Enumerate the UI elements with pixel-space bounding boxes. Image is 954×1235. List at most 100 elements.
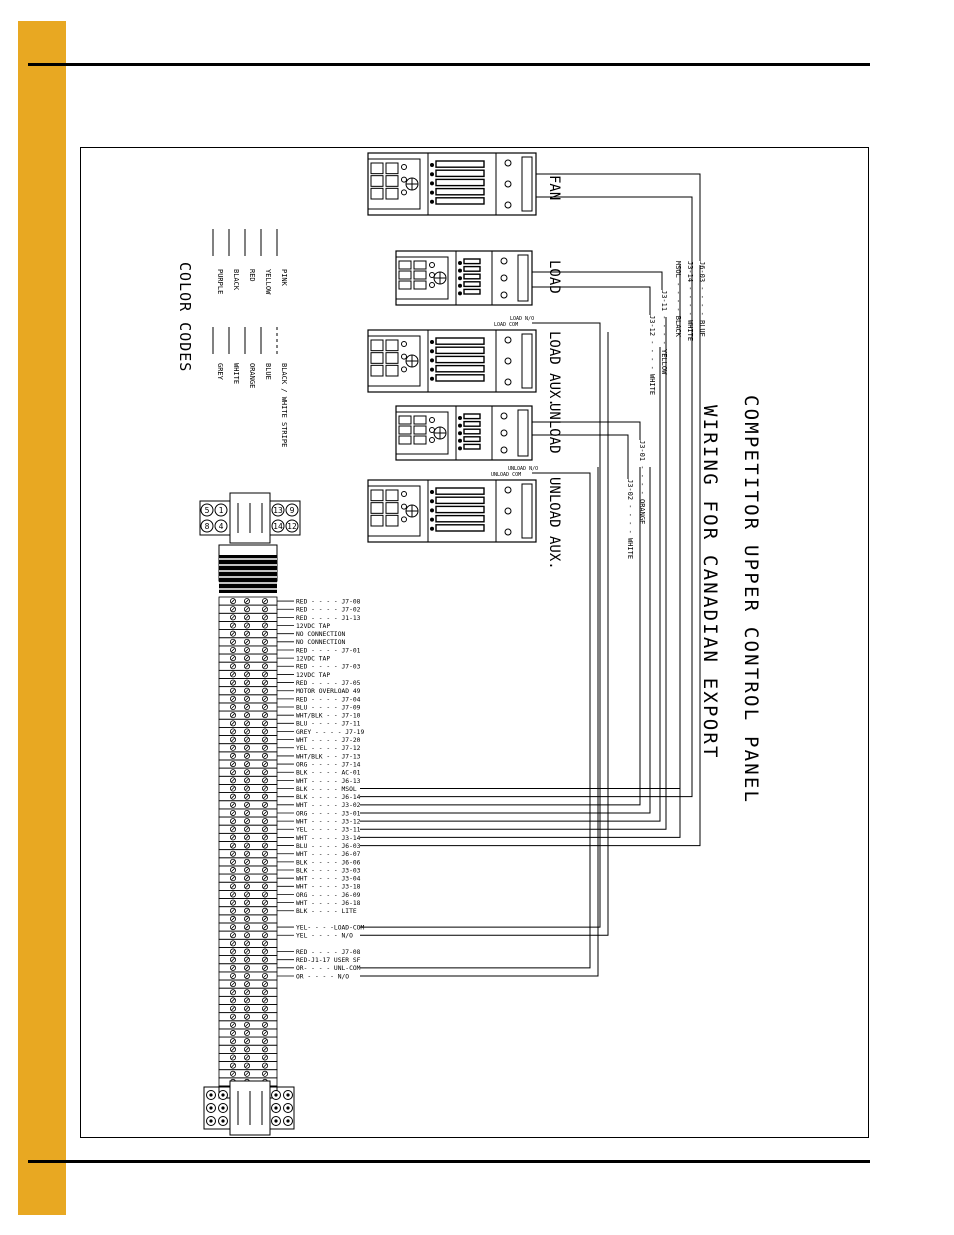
legend-right-label: WHITE bbox=[232, 363, 240, 384]
terminal-label: WHT/BLK - - J7-13 bbox=[296, 753, 361, 760]
terminal-row bbox=[218, 995, 278, 1005]
vertical-wire-label: J3-11 - - - - YELLOW bbox=[660, 290, 668, 375]
terminal-row bbox=[218, 596, 278, 606]
wire-route bbox=[360, 332, 609, 936]
terminal-row bbox=[218, 824, 278, 834]
terminal-row bbox=[218, 873, 278, 883]
terminal-label: ORG - - - - J6-09 bbox=[296, 892, 361, 899]
terminal-row bbox=[218, 898, 278, 908]
plug-connector-bottom bbox=[203, 1080, 295, 1136]
plug-pin bbox=[271, 503, 285, 517]
terminal-row bbox=[218, 979, 278, 989]
legend-left-label: PURPLE bbox=[216, 269, 224, 294]
terminal-strip bbox=[218, 544, 278, 1099]
terminal-row bbox=[218, 629, 278, 639]
terminal-row bbox=[218, 645, 278, 655]
plug-pin bbox=[214, 503, 228, 517]
terminal-row bbox=[218, 800, 278, 810]
terminal-row bbox=[218, 938, 278, 948]
terminal-row bbox=[218, 661, 278, 671]
wire-route bbox=[532, 271, 663, 290]
terminal-row bbox=[218, 686, 278, 696]
plug-pin bbox=[200, 503, 214, 517]
terminal-label: RED-J1-17 USER SF bbox=[296, 957, 361, 964]
contactor-tags: LOAD N/O LOAD COM UNLOAD N/O UNLOAD COM bbox=[491, 316, 538, 478]
terminal-label: YEL - - - - J3-11 bbox=[296, 827, 361, 834]
terminal-row bbox=[218, 922, 278, 932]
terminal-label: WHT - - - - J3-18 bbox=[296, 884, 361, 891]
contactor-load bbox=[395, 250, 533, 306]
terminal-label: BLK - - - - J6-06 bbox=[296, 859, 361, 866]
terminal-row bbox=[218, 621, 278, 631]
terminal-row bbox=[218, 784, 278, 794]
terminal-row bbox=[218, 971, 278, 981]
terminal-row bbox=[218, 775, 278, 785]
terminal-row bbox=[218, 702, 278, 712]
vertical-wire-label: J3-14 - - - - WHITE bbox=[686, 261, 694, 341]
terminal-row bbox=[218, 792, 278, 802]
terminal-row bbox=[218, 1004, 278, 1014]
wire-route bbox=[532, 472, 591, 477]
terminal-label: BLK - - - - J6-14 bbox=[296, 794, 361, 801]
terminal-label: WHT - - - - J6-13 bbox=[296, 778, 361, 785]
terminal-label: MOTOR OVERLOAD 49 bbox=[296, 688, 361, 695]
tag-load-no: LOAD N/O bbox=[510, 316, 534, 322]
contactor-fan bbox=[367, 152, 537, 216]
wire-route bbox=[536, 173, 701, 261]
vertical-wire-label: J3-12 - - - - WHITE bbox=[648, 315, 656, 395]
tag-unload-com: UNLOAD COM bbox=[491, 472, 521, 478]
terminal-label: WHT - - - - J6-18 bbox=[296, 900, 361, 907]
diagram-frame bbox=[80, 147, 869, 1138]
contactor-unload-aux bbox=[367, 479, 537, 543]
contactor-unload bbox=[395, 405, 533, 461]
wire-route bbox=[360, 467, 651, 814]
wire-route bbox=[532, 421, 641, 440]
vertical-wire-label: MSOL - - - - BLACK bbox=[674, 261, 682, 338]
wire-route bbox=[532, 322, 601, 337]
terminal-row bbox=[218, 1069, 278, 1079]
legend-right-label: BLACK / WHITE STRIPE bbox=[280, 363, 288, 447]
wire-route bbox=[360, 347, 661, 822]
wire-route bbox=[360, 477, 591, 969]
plug-pin bbox=[285, 519, 299, 533]
tag-load-com: LOAD COM bbox=[494, 322, 518, 328]
contactor-label-unload-aux: UNLOAD AUX. bbox=[546, 477, 562, 570]
wire-route bbox=[360, 467, 641, 806]
terminal-label: WHT - - - - J7-20 bbox=[296, 737, 361, 744]
contactor-load-aux bbox=[367, 329, 537, 393]
plug-pin-number: 12 bbox=[287, 522, 297, 531]
wire-route bbox=[360, 265, 701, 847]
terminal-label: BLK - - - - LITE bbox=[296, 908, 357, 915]
terminal-row bbox=[218, 930, 278, 940]
terminal-row bbox=[218, 604, 278, 614]
terminal-row bbox=[218, 906, 278, 916]
terminal-row bbox=[218, 751, 278, 761]
terminal-label: 12VDC TAP bbox=[296, 672, 330, 679]
terminal-label: NO CONNECTION bbox=[296, 639, 345, 646]
plug-pin-number: 13 bbox=[273, 506, 283, 515]
terminal-label: YEL - - - - N/O bbox=[296, 933, 353, 940]
terminal-label: GREY - - - - J7-19 bbox=[296, 729, 364, 736]
terminal-label: WHT/BLK - - J7-10 bbox=[296, 713, 361, 720]
terminal-row bbox=[218, 1012, 278, 1022]
tag-unload-no: UNLOAD N/O bbox=[508, 466, 538, 472]
terminal-label: WHT - - - - J3-04 bbox=[296, 876, 361, 883]
diagram-title: COMPETITOR UPPER CONTROL PANEL WIRING FO… bbox=[699, 395, 762, 804]
terminal-row bbox=[218, 947, 278, 957]
terminal-row bbox=[218, 1061, 278, 1071]
wire-route bbox=[536, 196, 693, 261]
wire-route bbox=[360, 317, 667, 830]
terminal-row bbox=[218, 832, 278, 842]
terminal-row bbox=[218, 1028, 278, 1038]
terminal-row bbox=[218, 857, 278, 867]
terminal-label: NO CONNECTION bbox=[296, 631, 345, 638]
terminal-row bbox=[218, 743, 278, 753]
terminal-label: ORG - - - - J7-14 bbox=[296, 761, 361, 768]
terminal-label: BLU - - - - J7-11 bbox=[296, 721, 361, 728]
terminal-row bbox=[218, 1036, 278, 1046]
legend-right-label: GREY bbox=[216, 363, 224, 381]
color-codes-heading: COLOR CODES bbox=[176, 262, 194, 372]
